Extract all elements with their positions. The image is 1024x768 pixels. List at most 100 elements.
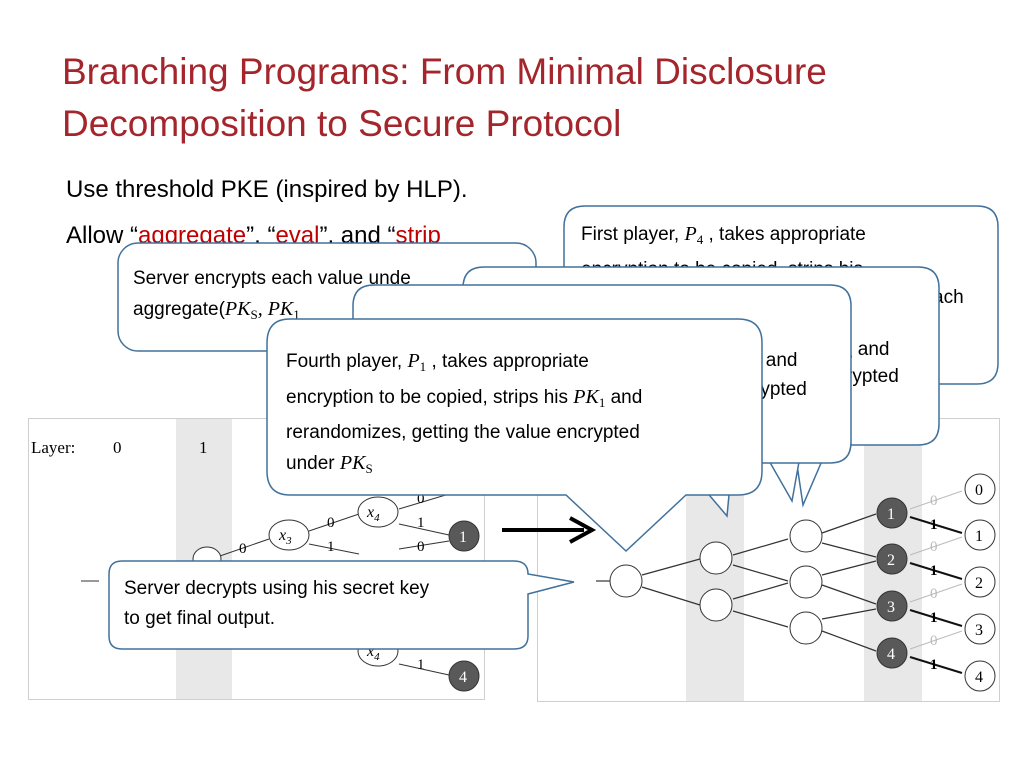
left-node-x4-lower-label: x4 <box>366 643 380 663</box>
callout-server-encrypts-text: Server encrypts each value unde aggregat… <box>133 264 533 330</box>
right-dark-label-3: 3 <box>887 599 895 616</box>
right-one-edge-3 <box>909 609 963 627</box>
right-output-node-4 <box>964 660 996 692</box>
left-edge-b <box>308 513 360 532</box>
left-branching-program-diagram: Layer: 0 1 x3 x4 x4 0 1 0 0 1 0 1 1 4 <box>31 419 480 699</box>
right-zero-label-1: 0 <box>930 493 938 509</box>
fourth-player-line4: under <box>286 453 340 474</box>
server-encrypts-line1: Server encrypts each value unde <box>133 268 411 289</box>
transform-arrow-icon <box>502 516 597 544</box>
fourth-player-line3: rerandomizes, getting the value encrypte… <box>286 422 640 443</box>
right-zero-label-3: 0 <box>930 586 938 602</box>
fourth-player-pk1: PK1 <box>573 386 606 410</box>
right-zero-label-4: 0 <box>930 633 938 649</box>
title-line-1: Branching Programs: From Minimal Disclos… <box>62 51 827 92</box>
right-zero-label-2: 0 <box>930 539 938 555</box>
right-output-node-3 <box>964 613 996 645</box>
bullet-allow-prefix: Allow “ <box>66 222 139 249</box>
left-output-node-4 <box>448 660 480 692</box>
third-player-tail-2: rypted <box>754 379 807 400</box>
right-output-node-2 <box>964 566 996 598</box>
callout-server-decrypts: Server decrypts using his secret key to … <box>108 560 578 652</box>
server-encrypts-line2: aggregate(PKS, PK1 <box>133 298 300 322</box>
right-dark-label-1: 1 <box>887 506 895 523</box>
right-edge-8 <box>821 542 877 558</box>
left-edge-label-0d: 0 <box>417 539 425 555</box>
right-output-label-1: 1 <box>975 528 983 545</box>
right-one-label-3: 1 <box>930 610 938 626</box>
left-node-x4-label: x4 <box>366 504 380 524</box>
right-edge-4 <box>732 564 789 582</box>
right-zero-edge-4 <box>909 630 963 650</box>
bullet-threshold-pke: Use threshold PKE (inspired by HLP). <box>66 176 468 203</box>
server-decrypts-line2: to get final output. <box>124 608 276 629</box>
left-edge-label-0c: 0 <box>417 491 425 507</box>
second-player-tail-2: rypted <box>846 366 899 387</box>
first-player-line3-tail: ach <box>933 287 964 308</box>
right-edge-5 <box>732 582 789 600</box>
right-dark-label-2: 2 <box>887 552 895 569</box>
left-edge-c <box>308 543 360 555</box>
right-one-edge-2 <box>909 562 963 580</box>
right-edge-10 <box>821 584 877 605</box>
left-output-label-1: 1 <box>459 529 467 546</box>
right-branching-program-panel: 1 2 3 4 0 0 0 0 1 1 1 1 0 1 2 3 4 <box>537 418 1000 702</box>
right-zero-edge-1 <box>909 490 963 510</box>
right-edge-7 <box>821 513 877 534</box>
right-dark-node-3 <box>876 590 908 622</box>
right-output-node-1 <box>964 519 996 551</box>
title-line-2: Decomposition to Secure Protocol <box>62 103 622 144</box>
right-node-l2-c <box>789 611 823 645</box>
right-output-label-3: 3 <box>975 622 983 639</box>
left-edge-f <box>398 540 450 550</box>
right-one-label-4: 1 <box>930 657 938 673</box>
left-output-label-4: 4 <box>459 669 467 686</box>
right-one-edge-4 <box>909 656 963 674</box>
fourth-player-line1b: , takes appropriate <box>426 351 589 372</box>
right-output-node-0 <box>964 473 996 505</box>
first-player-line1a: First player, <box>581 224 685 245</box>
right-one-label-2: 1 <box>930 563 938 579</box>
right-edge-12 <box>821 630 877 652</box>
right-node-layer0 <box>609 564 643 598</box>
first-player-p4: P4 <box>684 223 704 247</box>
callout-fourth-player-shape <box>266 318 763 553</box>
slide-title: Branching Programs: From Minimal Disclos… <box>62 46 962 150</box>
left-node-x4 <box>357 496 399 528</box>
right-node-l2-b <box>789 565 823 599</box>
left-edge-label-1a: 1 <box>327 539 335 555</box>
left-edge-a <box>216 538 270 558</box>
fourth-player-line1a: Fourth player, <box>286 351 408 372</box>
callout-fourth-player: Fourth player, P1 , takes appropriate en… <box>266 318 764 556</box>
right-dark-node-4 <box>876 637 908 669</box>
right-edge-11 <box>821 608 877 620</box>
right-one-edge-1 <box>909 516 963 534</box>
right-node-l2-a <box>789 519 823 553</box>
right-zero-edge-2 <box>909 536 963 556</box>
left-node-x3 <box>268 519 310 551</box>
right-edge-9 <box>821 560 877 576</box>
left-output-node-1 <box>448 520 480 552</box>
left-edge-e <box>398 523 450 536</box>
right-output-label-0: 0 <box>975 482 983 499</box>
server-decrypts-line1: Server decrypts using his secret key <box>124 578 430 599</box>
right-one-label-1: 1 <box>930 517 938 533</box>
right-edge-2 <box>641 586 701 606</box>
fourth-player-line2: encryption to be copied, strips his <box>286 387 574 408</box>
fourth-player-pks: PKS <box>339 452 373 476</box>
left-edge-d <box>398 493 450 510</box>
right-output-label-4: 4 <box>975 669 983 686</box>
fourth-player-p1: P1 <box>407 350 427 374</box>
right-dark-node-1 <box>876 497 908 529</box>
callout-server-decrypts-shape <box>108 560 575 650</box>
left-edge-label-1c: 1 <box>417 515 425 531</box>
right-dark-label-4: 4 <box>887 646 895 663</box>
left-edge-label-0b: 0 <box>239 541 247 557</box>
first-player-line1b: , takes appropriate <box>703 224 866 245</box>
right-output-label-2: 2 <box>975 575 983 592</box>
fourth-player-line2-end: and <box>605 387 643 408</box>
layer-number-0: 0 <box>113 438 122 457</box>
right-edge-6 <box>732 610 789 628</box>
right-node-l1-a <box>699 541 733 575</box>
left-edge-g <box>398 663 450 676</box>
